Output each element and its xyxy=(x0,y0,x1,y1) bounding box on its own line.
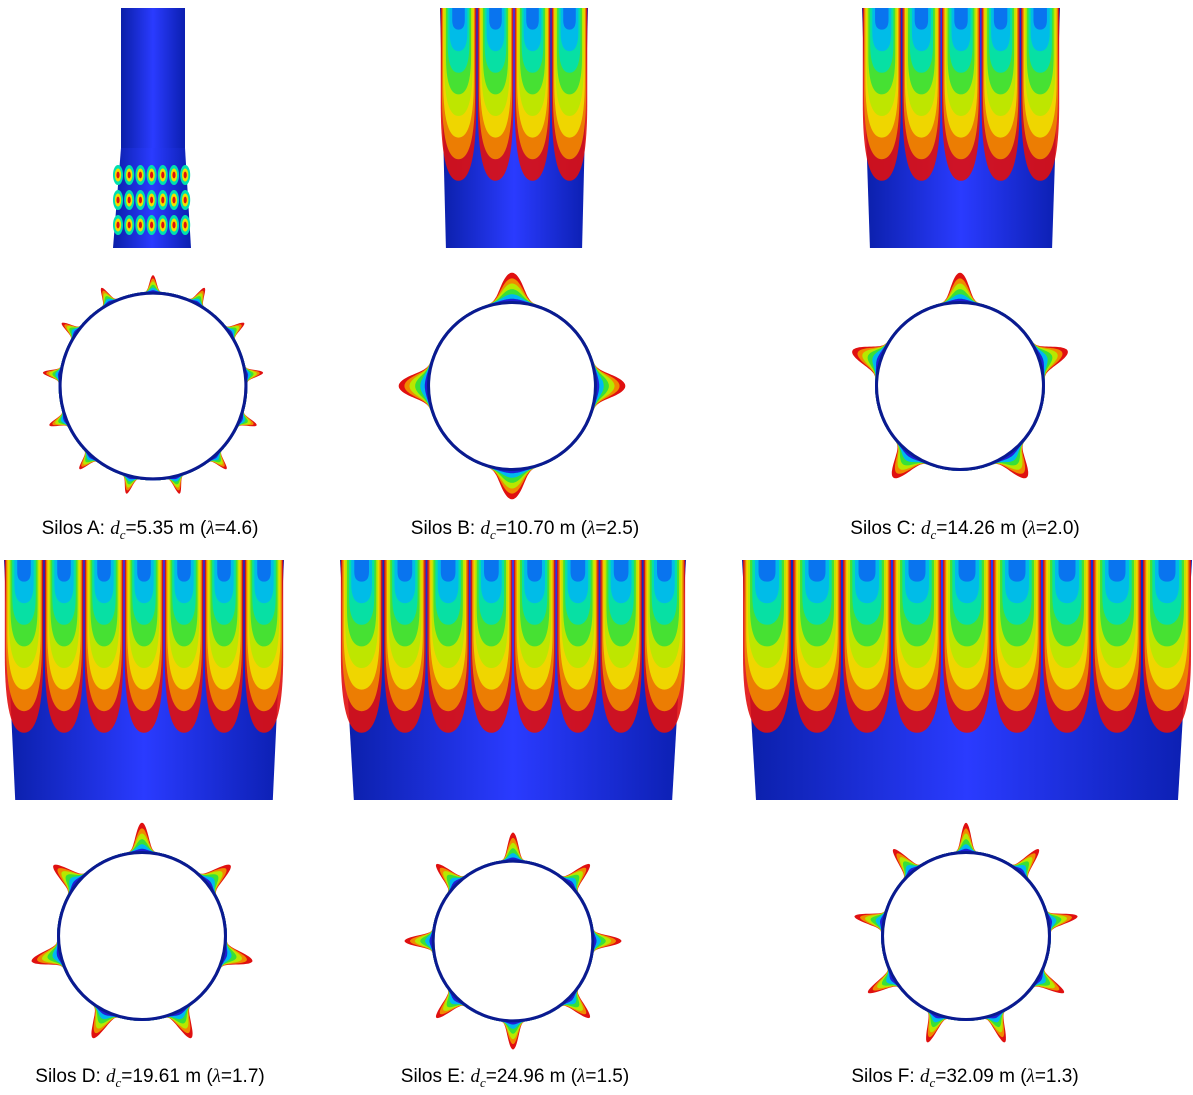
silo-ring xyxy=(427,301,597,471)
silo-f-side-view xyxy=(742,560,1192,800)
silo-shell xyxy=(440,8,588,248)
silo-b-caption: Silos B: dc=10.70 m (λ=2.5) xyxy=(410,518,640,542)
silo-ring xyxy=(58,291,248,481)
silo-ring xyxy=(57,851,227,1021)
silo-d-caption: Silos D: dc=19.61 m (λ=1.7) xyxy=(35,1066,265,1090)
silo-c-plan-view xyxy=(842,268,1078,504)
silo-f-plan-view xyxy=(848,818,1084,1054)
silo-d-side-view xyxy=(4,560,284,800)
silo-ring xyxy=(881,851,1051,1021)
silo-ring xyxy=(875,301,1045,471)
silo-d-plan-view xyxy=(24,818,260,1054)
silo-f-caption: Silos F: dc=32.09 m (λ=1.3) xyxy=(851,1066,1079,1090)
silo-c-side-view xyxy=(862,8,1060,248)
silo-c-caption: Silos C: dc=14.26 m (λ=2.0) xyxy=(850,518,1080,542)
silo-e-caption: Silos E: dc=24.96 m (λ=1.5) xyxy=(400,1066,630,1090)
silo-ring xyxy=(431,859,595,1023)
silo-e-plan-view xyxy=(400,828,626,1054)
silo-a-side-view xyxy=(107,8,197,248)
silo-shell xyxy=(340,560,686,800)
silo-e-side-view xyxy=(340,560,686,800)
silo-a-plan-view xyxy=(35,268,271,504)
silo-b-plan-view xyxy=(394,268,630,504)
silo-b-side-view xyxy=(440,8,588,248)
silo-a-caption: Silos A: dc=5.35 m (λ=4.6) xyxy=(41,518,259,542)
